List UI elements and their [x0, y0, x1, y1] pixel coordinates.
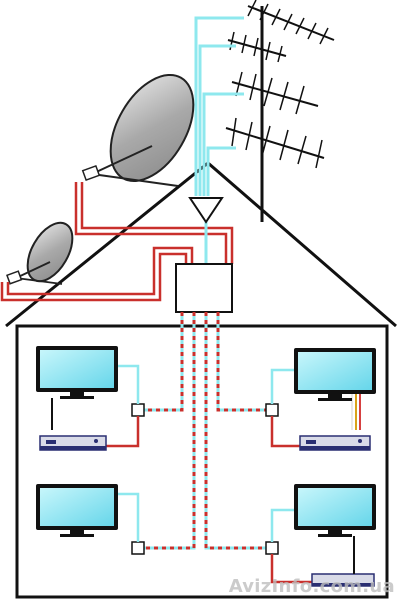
splitter-icon	[131, 541, 145, 555]
splitter-icon	[131, 403, 145, 417]
tv-icon	[36, 484, 118, 537]
splitter-icon	[265, 541, 279, 555]
set-top-box-icon	[311, 536, 375, 587]
satellite-dish-icon	[6, 221, 74, 285]
antenna-icon	[225, 0, 335, 222]
tv-icon	[36, 346, 118, 399]
set-top-box-icon	[39, 435, 107, 451]
amplifier-icon	[188, 197, 224, 224]
antenna-cables	[194, 16, 244, 196]
tv-icon	[294, 348, 376, 401]
room-cables	[104, 364, 314, 584]
watermark-text: AvizInfo.com.ua	[228, 576, 395, 597]
set-top-box-icon	[299, 435, 371, 451]
trunk-cables	[142, 312, 268, 550]
satellite-dish-icon	[81, 73, 195, 187]
splitter-icon	[265, 403, 279, 417]
satellite-cables	[0, 182, 234, 302]
multiswitch-icon	[175, 263, 233, 313]
tv-icon	[294, 484, 376, 537]
